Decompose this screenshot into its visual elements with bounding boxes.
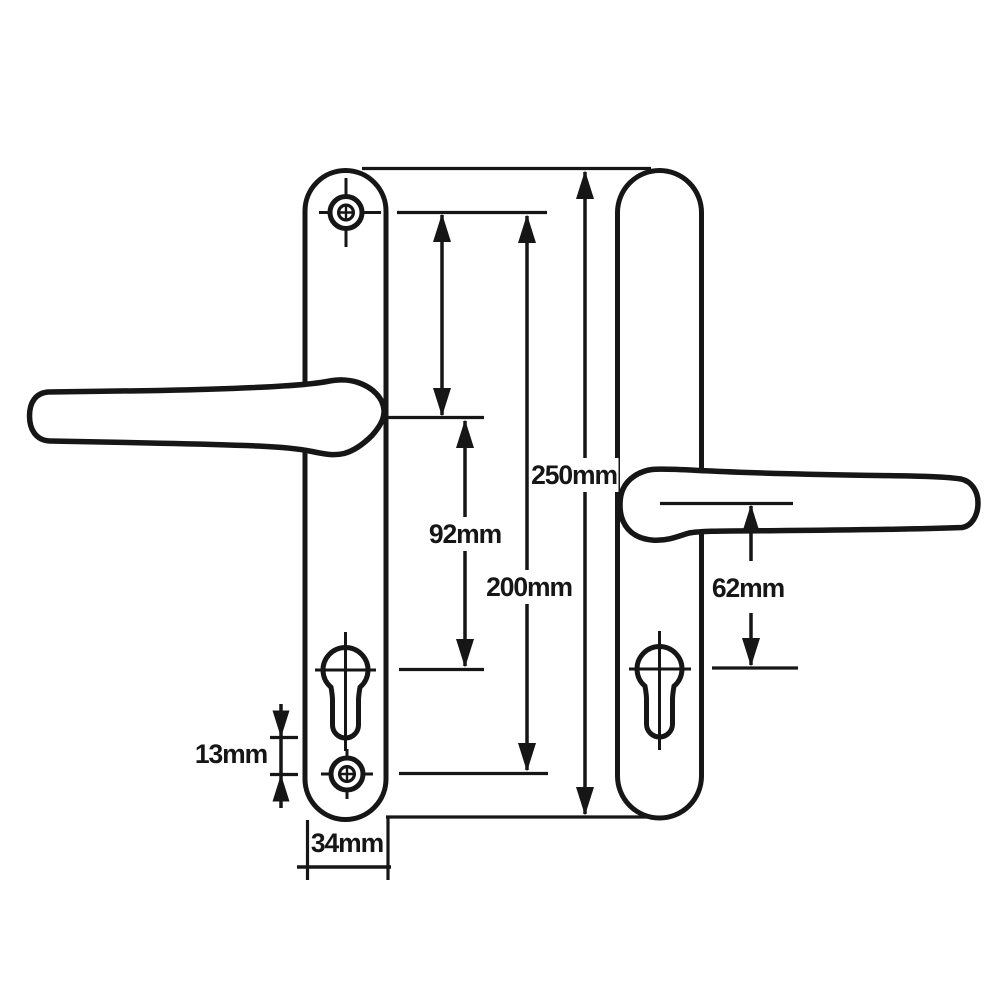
fixing-centers-dimension-label: 200mm (486, 572, 572, 602)
lever-to-cylinder-right-dimension: 62mm (711, 504, 786, 667)
screw-to-handle-dimension (433, 213, 451, 417)
backplate-width-dimension: 34mm (297, 818, 391, 880)
arrow-up (456, 419, 474, 448)
right-lever-handle (617, 466, 981, 543)
label-mask (711, 561, 786, 613)
lever-to-cylinder-right-dimension-label: 62mm (712, 573, 784, 603)
arrow-up (576, 170, 594, 199)
label-mask (485, 570, 573, 604)
arrow-up (433, 213, 451, 242)
cylinder-to-screw-dimension: 13mm (195, 704, 290, 808)
lever-to-cylinder-left-dimension: 92mm (428, 419, 502, 668)
label-mask (428, 517, 502, 551)
cylinder-to-screw-dimension-label: 13mm (195, 739, 267, 769)
arrow-down (742, 638, 760, 667)
left-euro-cylinder-cutout (315, 632, 376, 751)
top-screw (319, 178, 381, 247)
arrow-up (272, 774, 290, 802)
arrow-up (742, 504, 760, 533)
arrow-up (518, 214, 536, 243)
left-lever-handle (26, 377, 387, 458)
arrow-down (433, 388, 451, 417)
total-height-dimension: 250mm (530, 170, 619, 816)
arrow-down (518, 743, 536, 772)
label-mask (530, 458, 619, 492)
right-euro-cylinder-cutout (629, 631, 691, 750)
arrow-down (456, 639, 474, 668)
extension-lines (270, 166, 798, 819)
backplate-width-dimension-label: 34mm (311, 828, 383, 858)
arrow-down (272, 710, 290, 738)
bottom-screw (321, 749, 373, 799)
total-height-dimension-label: 250mm (531, 460, 617, 490)
fixing-centers-dimension: 200mm (485, 214, 573, 772)
arrow-down (576, 787, 594, 816)
lever-to-cylinder-left-dimension-label: 92mm (429, 519, 501, 549)
